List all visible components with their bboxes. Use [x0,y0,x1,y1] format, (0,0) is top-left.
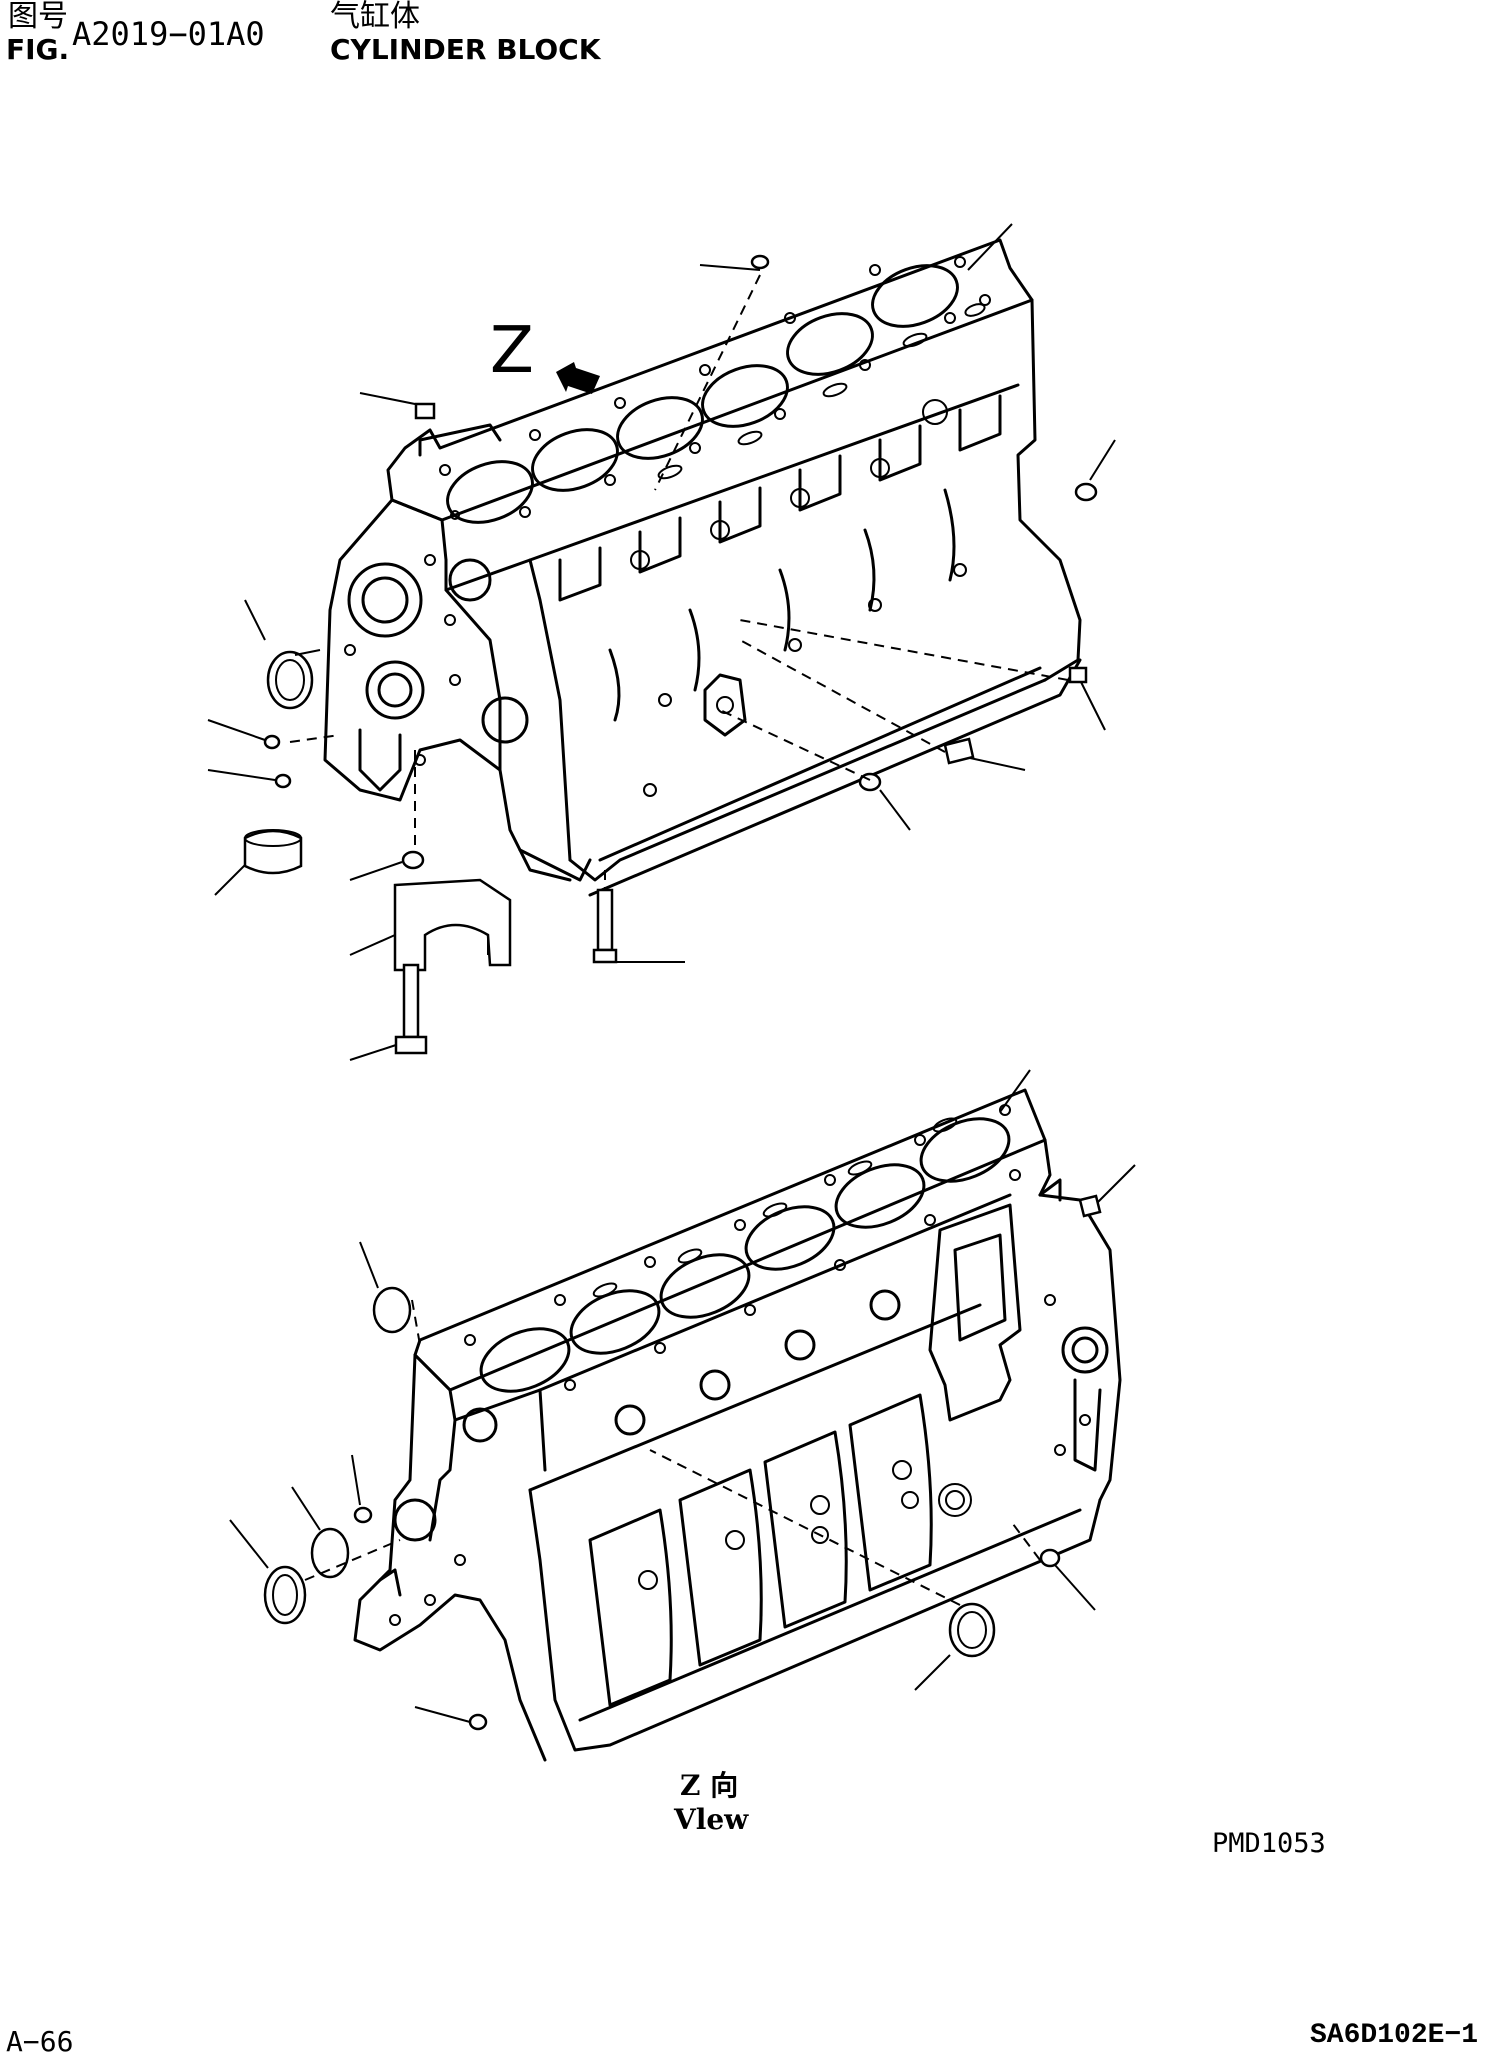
view-direction-arrow-icon [556,362,600,394]
cylinder-block-top-view [323,238,1082,897]
view-z-marker: Z [490,314,534,388]
title: CYLINDER BLOCK [330,33,601,66]
title-chinese: 气缸体 [330,0,420,34]
figure-number: A2019−01A0 [72,15,265,53]
figure-label: FIG. [6,33,70,66]
cylinder-block-z-view [353,1088,1122,1762]
drawing-code: PMD1053 [1212,1828,1326,1859]
view-caption: Vlew [674,1803,749,1836]
z-view-callouts [229,1069,1136,1731]
top-block-callouts [207,223,1116,1061]
model-code: SA6D102E−1 [1310,2020,1479,2051]
figure-label-chinese: 图号 [8,0,68,34]
page-number: A−66 [6,2025,74,2058]
view-caption-chinese: Z 向 [680,1769,739,1802]
